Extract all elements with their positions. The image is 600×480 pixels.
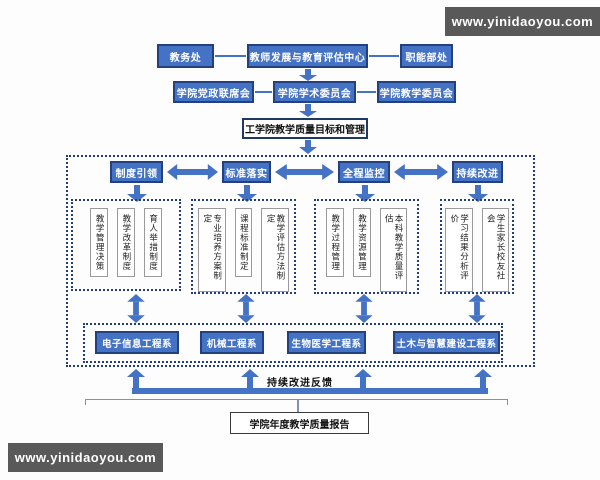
feedback-bar	[132, 388, 488, 394]
pillar-group-improvement: 学习结果分析评价 学生家长校友社会	[440, 199, 514, 294]
double-arrow-horizontal-icon	[167, 164, 218, 180]
arrow-down-icon	[237, 185, 257, 202]
pillar-item: 教学过程管理	[325, 208, 344, 277]
arrow-up-icon	[241, 369, 259, 389]
arrow-up-icon	[354, 369, 372, 389]
pillar-item: 学生家长校友社会	[481, 208, 510, 292]
connector-line	[357, 91, 376, 93]
department-electronic-information-box: 电子信息工程系	[95, 331, 179, 354]
arrow-up-icon	[127, 369, 145, 389]
departments-container	[83, 323, 503, 363]
arrow-down-icon	[299, 104, 317, 117]
pillar-item: 教学评估方法制定	[261, 208, 289, 292]
department-civil-smart-construction-box: 土木与智慧建设工程系	[393, 331, 500, 354]
bracket-stem	[297, 399, 299, 412]
pillar-group-monitoring: 教学过程管理 教学资源管理 本科教学质量评估	[314, 199, 419, 294]
feedback-label: 持续改进反馈	[267, 378, 333, 389]
double-arrow-horizontal-icon	[394, 164, 448, 180]
quality-system-container	[66, 155, 535, 367]
pillar-group-institution: 教学管理决策 教学改革制度 育人举措制度	[71, 199, 181, 291]
bracket	[85, 399, 508, 405]
double-arrow-horizontal-icon	[275, 164, 334, 180]
academic-affairs-office-box: 教务处	[157, 44, 214, 68]
annual-report-box: 学院年度教学质量报告	[230, 412, 369, 434]
watermark-bottom-left: www.yinidaoyou.com	[8, 443, 163, 472]
arrow-down-icon	[127, 185, 147, 202]
pillar-item: 育人举措制度	[143, 208, 162, 277]
pillar-item: 学习结果分析评价	[444, 208, 473, 292]
teaching-quality-goal-box: 工学院教学质量目标和管理	[242, 118, 368, 139]
party-admin-joint-council-box: 学院党政联席会	[173, 81, 254, 103]
academic-committee-box: 学院学术委员会	[273, 81, 356, 103]
pillar-item: 专业培养方案制定	[198, 208, 226, 292]
pillar-institution-leading-box: 制度引领	[110, 161, 163, 183]
pillar-item: 课程标准制定	[234, 208, 253, 277]
watermark-top-right: www.yinidaoyou.com	[445, 7, 600, 36]
double-arrow-vertical-icon	[468, 294, 486, 323]
arrow-down-icon	[355, 185, 375, 202]
double-arrow-vertical-icon	[237, 294, 255, 323]
department-biomedical-box: 生物医学工程系	[287, 331, 366, 354]
arrow-up-icon	[474, 369, 492, 389]
double-arrow-vertical-icon	[355, 294, 373, 323]
pillar-item: 本科教学质量评估	[379, 208, 408, 292]
connector-line	[215, 55, 246, 57]
pillar-continuous-improvement-box: 持续改进	[452, 161, 503, 183]
pillar-standards-implementation-box: 标准落实	[222, 161, 271, 183]
teacher-development-evaluation-center-box: 教师发展与教育评估中心	[247, 44, 368, 68]
teaching-committee-box: 学院教学委员会	[377, 81, 456, 103]
connector-line	[369, 55, 399, 57]
department-mechanical-box: 机械工程系	[200, 331, 264, 354]
connector-line	[255, 91, 272, 93]
pillar-item: 教学资源管理	[352, 208, 371, 277]
pillar-item: 教学管理决策	[90, 208, 109, 277]
functional-departments-box: 职能部处	[400, 44, 453, 68]
pillar-whole-process-monitoring-box: 全程监控	[338, 161, 390, 183]
arrow-down-icon	[299, 140, 317, 154]
pillar-group-standards: 专业培养方案制定 课程标准制定 教学评估方法制定	[191, 199, 296, 294]
pillar-item: 教学改革制度	[117, 208, 135, 277]
arrow-down-icon	[468, 185, 488, 202]
arrow-down-icon	[299, 69, 317, 81]
double-arrow-vertical-icon	[127, 294, 145, 323]
